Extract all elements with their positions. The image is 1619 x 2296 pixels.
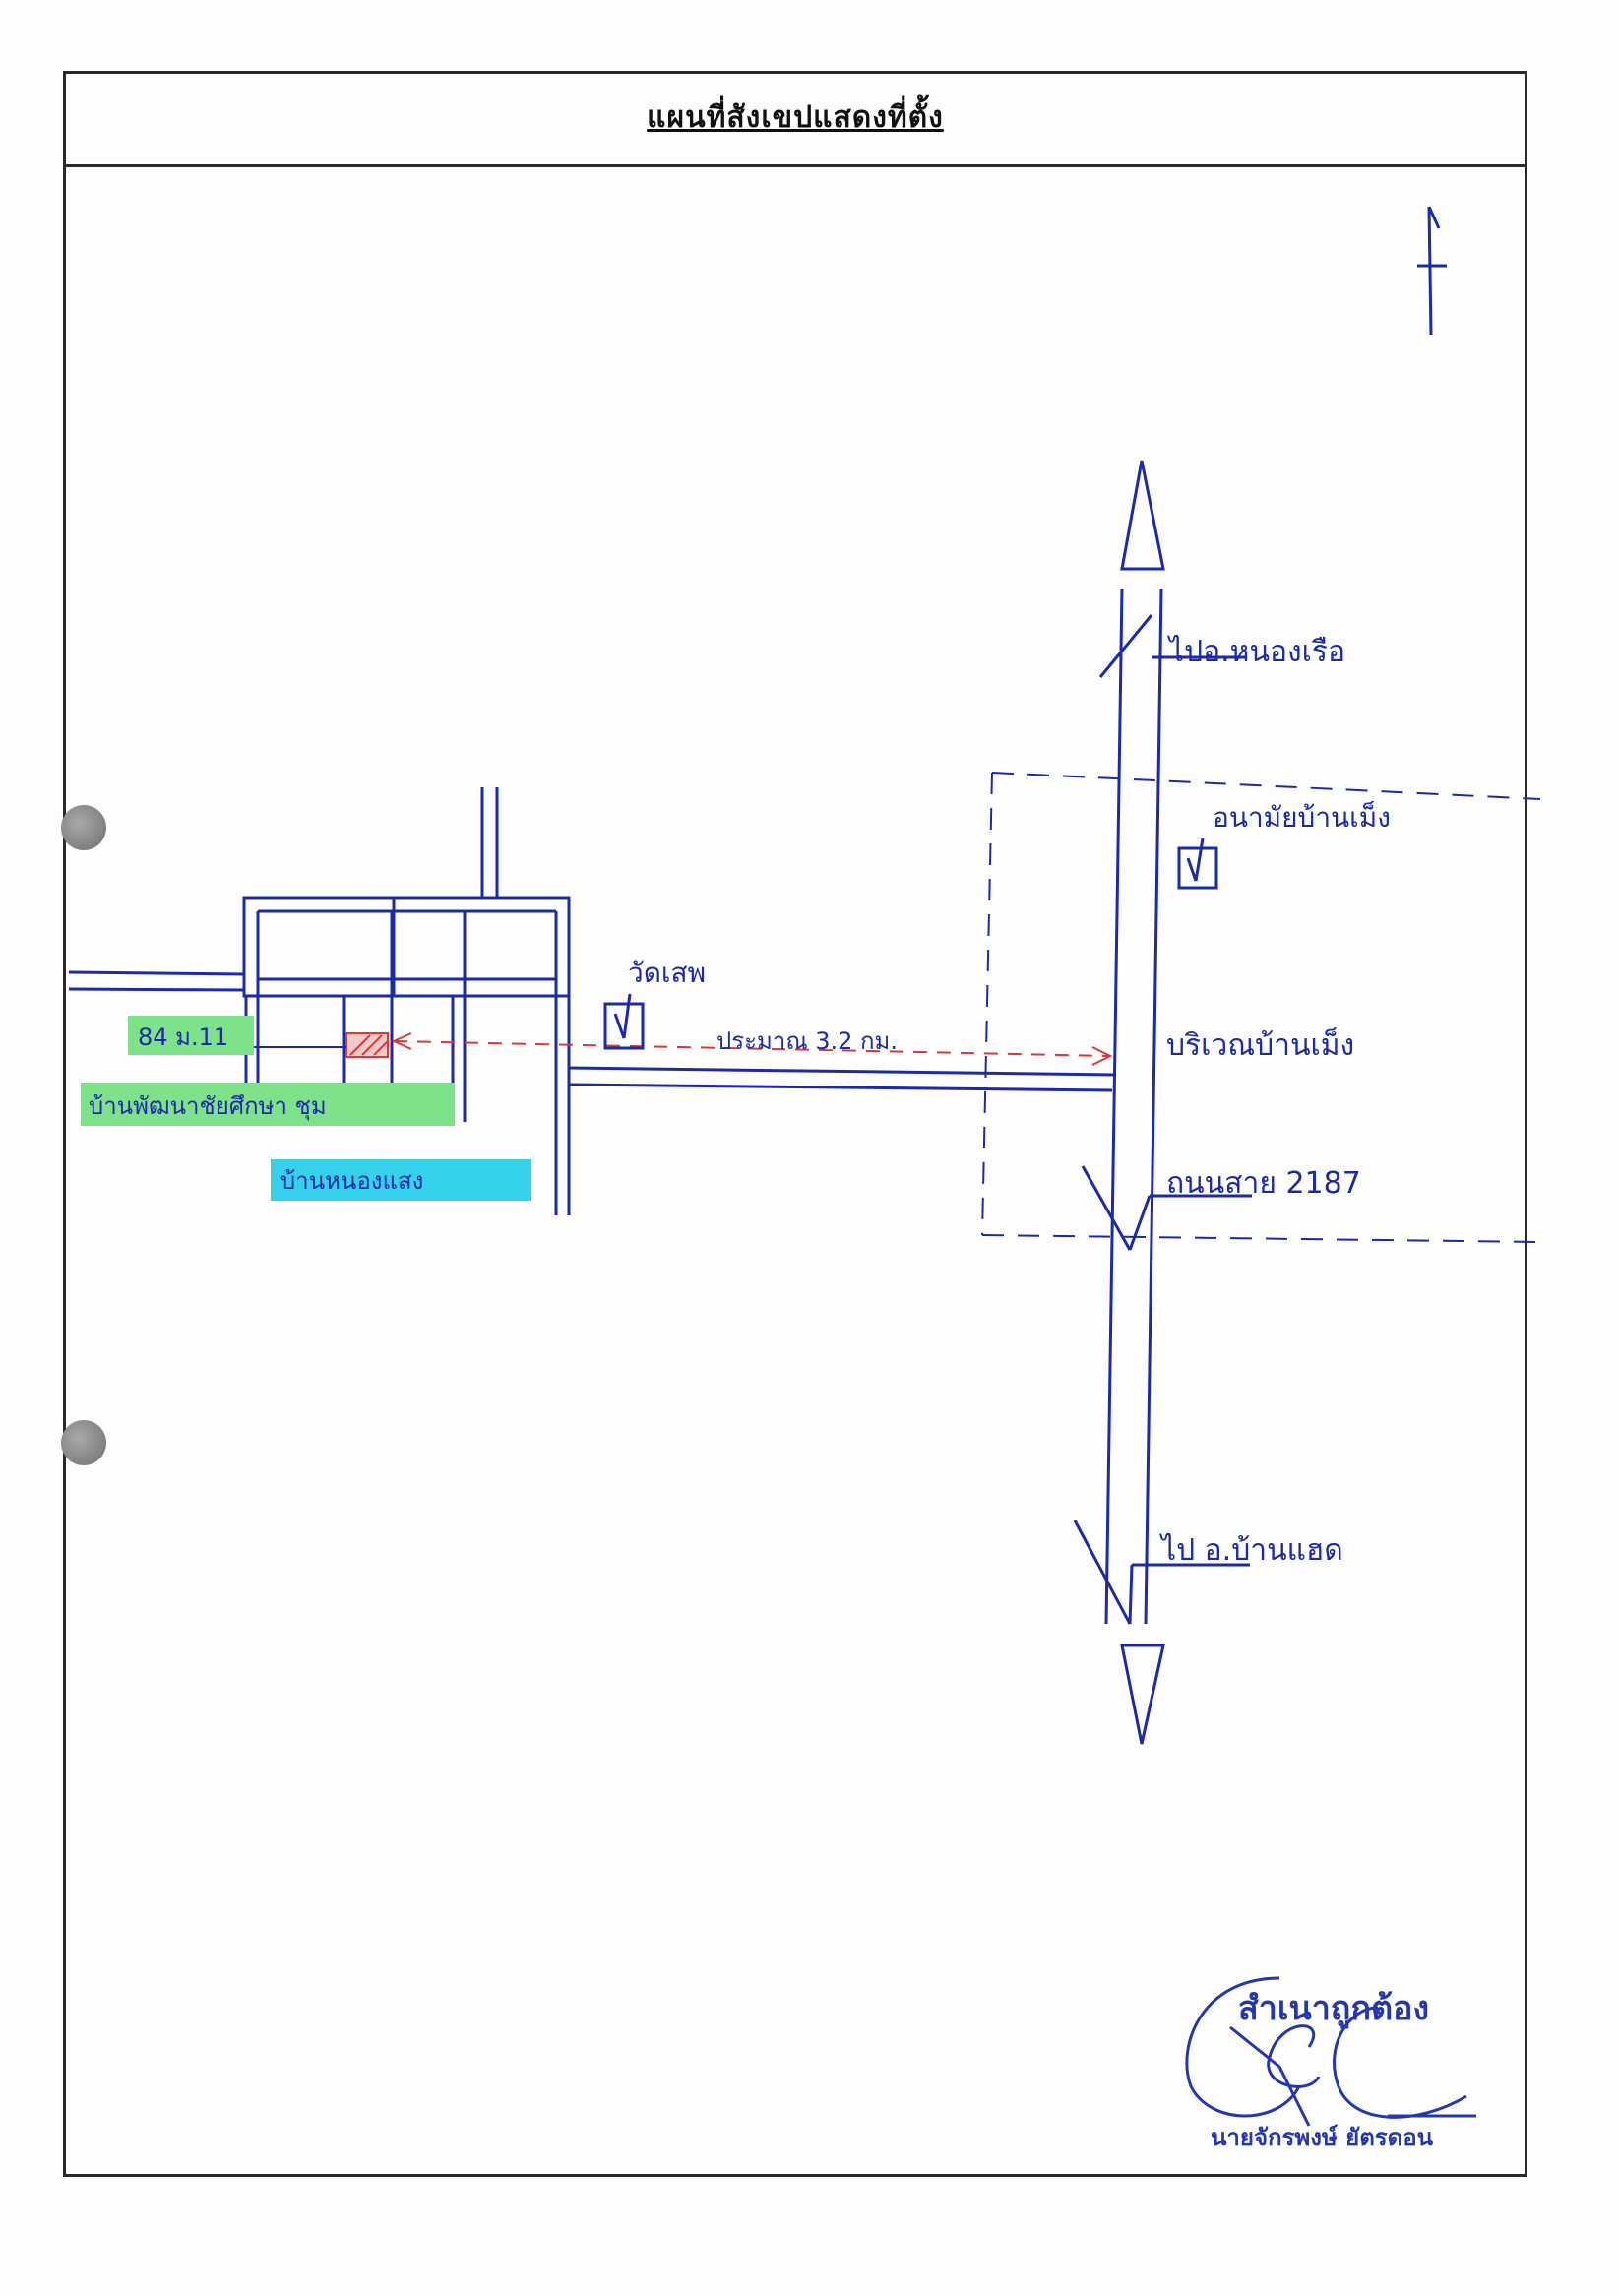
label-village-pattana: บ้านพัฒนาชัยศึกษา ชุม <box>89 1092 327 1121</box>
label-to-ban-phai: ไป อ.บ้านแฮด <box>1159 1532 1343 1568</box>
label-health-station: อนามัยบ้านเม็ง <box>1213 800 1391 834</box>
label-area-ban-meng: บริเวณบ้านเม็ง <box>1166 1026 1354 1063</box>
label-to-nong-ruea: ไปอ.หนองเรือ <box>1167 634 1345 669</box>
label-distance: ประมาณ 3.2 กม. <box>716 1027 898 1055</box>
signature-icon <box>1185 1976 1476 2127</box>
house-marker <box>207 1032 389 1058</box>
label-road-2187: ถนนสาย 2187 <box>1166 1166 1361 1201</box>
main-road <box>1073 460 1252 1745</box>
village-nong-saeng-highlight <box>271 1159 531 1201</box>
house-no-highlight <box>128 1016 254 1055</box>
page-title: แผนที่สังเขปแสดงที่ตั้ง <box>647 100 944 135</box>
punch-hole-bottom <box>61 1420 106 1465</box>
temple-marker-icon <box>603 993 645 1050</box>
village-pattana-highlight <box>81 1083 455 1126</box>
label-house-no: 84 ม.11 <box>138 1024 228 1051</box>
label-village-nong-saeng: บ้านหนองแสง <box>280 1167 423 1195</box>
stamp-name: นายจักรพงษ์ ยัตรดอน <box>1211 2124 1434 2151</box>
punch-hole-top <box>61 805 106 850</box>
area-boundary <box>981 772 1541 1243</box>
stamp-certified: สำเนาถูกต้อง <box>1238 1989 1429 2029</box>
map-frame <box>63 71 1527 2177</box>
title-bar: แผนที่สังเขปแสดงที่ตั้ง <box>63 71 1527 167</box>
branch-road <box>567 1066 1117 1092</box>
village-grid <box>68 787 571 1215</box>
health-station-marker-icon <box>1177 838 1218 890</box>
distance-arrow <box>391 1032 1113 1066</box>
label-temple: วัดเสพ <box>628 957 706 989</box>
north-arrow-icon <box>1417 206 1447 336</box>
